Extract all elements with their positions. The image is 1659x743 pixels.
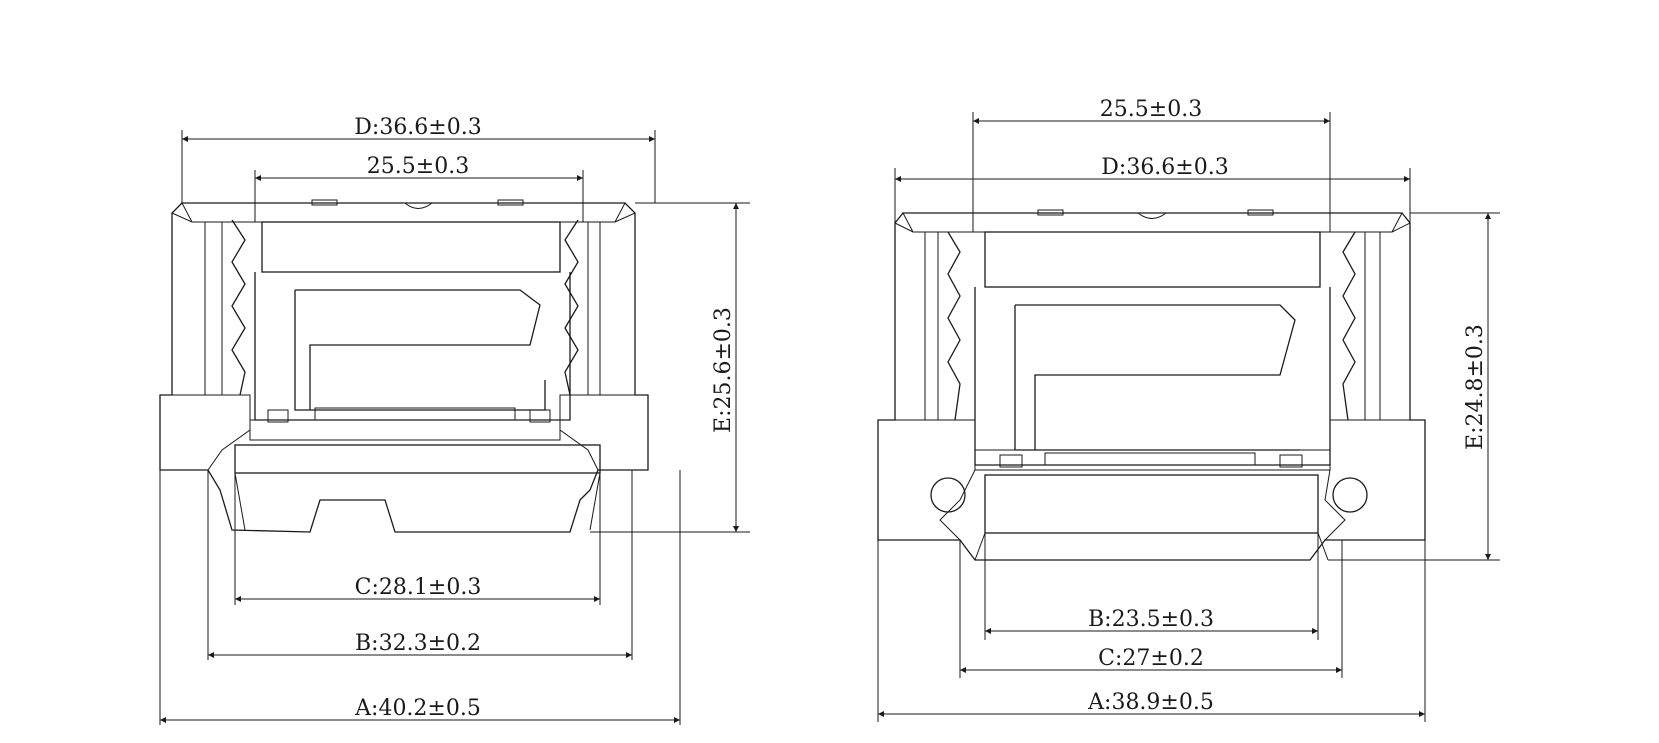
- left-dim-label-B: B:32.3±0.2: [355, 631, 481, 656]
- left-dimension-E: E:25.6±0.3: [711, 203, 739, 532]
- left-latch-spring-left: [221, 219, 246, 396]
- left-dimension-B: B:32.3±0.2: [208, 631, 632, 658]
- left-dim-label-C: C:28.1±0.3: [355, 575, 482, 600]
- right-dim-label-inner: 25.5±0.3: [1100, 97, 1202, 122]
- left-top-notch: [311, 199, 338, 206]
- right-dimension-E: E:24.8±0.3: [1463, 213, 1491, 560]
- left-extension-lines: [159, 130, 750, 725]
- left-dim-label-A: A:40.2±0.5: [354, 696, 481, 721]
- left-dimension-D: D:36.6±0.3: [182, 115, 655, 142]
- right-inner-cavity: [974, 231, 1331, 468]
- right-latch-ball-right: [1332, 477, 1368, 513]
- left-outer-body: [159, 202, 649, 533]
- right-dim-label-A: A:38.9±0.5: [1087, 690, 1214, 715]
- right-dimension-A: A:38.9±0.5: [878, 690, 1425, 717]
- right-top-notch: [1247, 209, 1274, 216]
- right-dimension-inner: 25.5±0.3: [973, 97, 1330, 124]
- left-dim-label-E: E:25.6±0.3: [711, 307, 736, 433]
- right-dim-label-E: E:24.8±0.3: [1463, 324, 1488, 450]
- left-top-groove: [404, 202, 433, 209]
- right-extension-lines: [877, 112, 1500, 722]
- right-dimension-C: C:27±0.2: [960, 646, 1342, 673]
- right-dimension-D: D:36.6±0.3: [895, 155, 1410, 182]
- left-dim-label-D: D:36.6±0.3: [354, 115, 481, 140]
- left-bottom-foot: [234, 444, 601, 531]
- left-dimension-A: A:40.2±0.5: [160, 696, 680, 723]
- right-top-groove: [1137, 212, 1167, 219]
- left-dim-label-inner: 25.5±0.3: [367, 154, 469, 179]
- left-dimension-C: C:28.1±0.3: [235, 575, 600, 602]
- right-top-notch: [1037, 209, 1064, 216]
- left-latch-spring-right: [564, 219, 589, 396]
- right-latch-spring-left: [937, 231, 961, 421]
- right-dimension-B: B:23.5±0.3: [985, 607, 1318, 634]
- right-dim-label-D: D:36.6±0.3: [1101, 155, 1228, 180]
- right-bottom-foot: [930, 474, 1368, 561]
- right-dim-label-B: B:23.5±0.3: [1088, 607, 1214, 632]
- left-dimension-inner: 25.5±0.3: [255, 154, 583, 181]
- right-dim-label-C: C:27±0.2: [1098, 646, 1204, 671]
- left-top-notch: [497, 199, 524, 206]
- right-latch-ball-left: [930, 477, 966, 513]
- left-inner-cavity: [254, 221, 571, 423]
- right-latch-spring-right: [1342, 231, 1366, 421]
- left-connector-drawing: D:36.6±0.3 25.5±0.3 E:25.6±0.3 C:28.1±0.…: [159, 115, 750, 725]
- right-connector-drawing: 25.5±0.3 D:36.6±0.3 E:24.8±0.3 B:23.5±0.…: [877, 97, 1500, 722]
